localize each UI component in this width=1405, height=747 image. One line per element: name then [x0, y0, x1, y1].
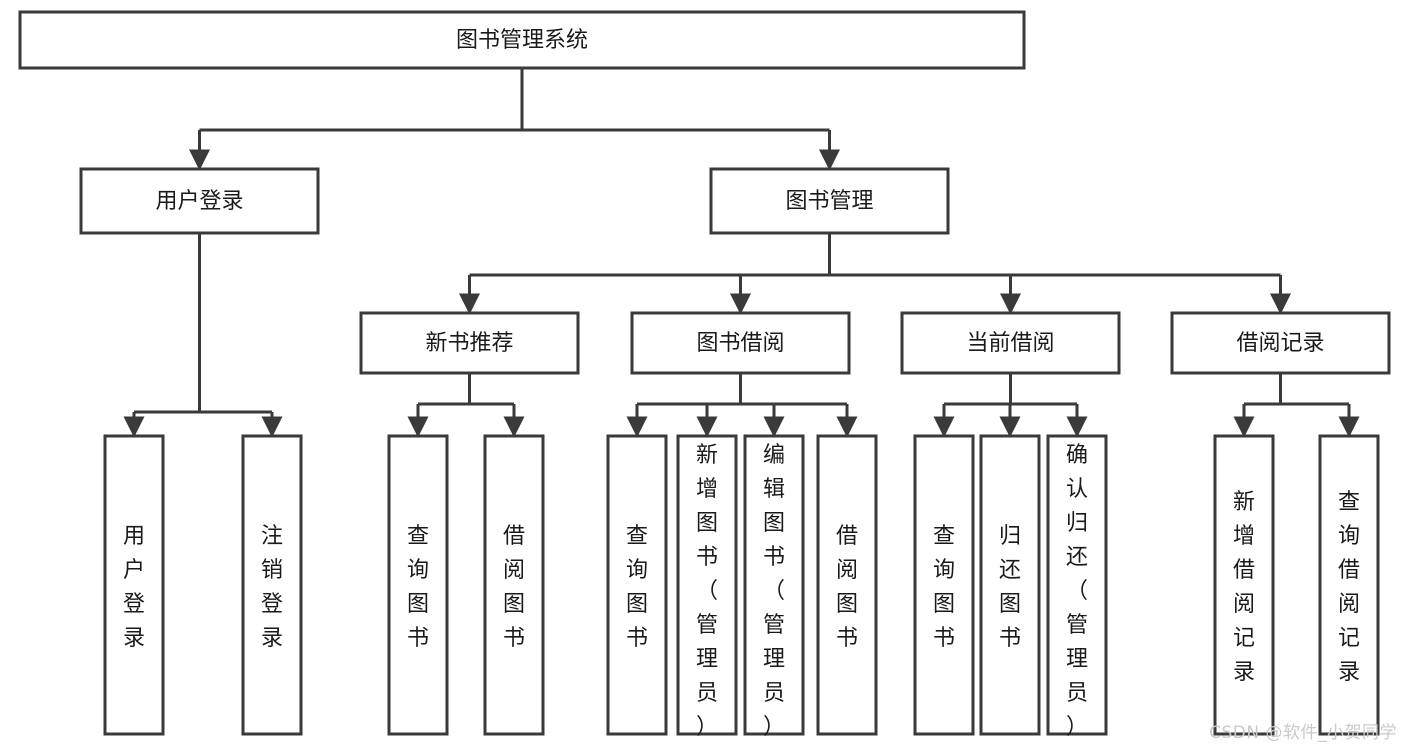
node-leaf-query-record[interactable]: 查询借阅记录: [1318, 434, 1380, 736]
node-root-label: 图书管理系统: [456, 28, 588, 53]
node-leaf-query-record-label: 查询借阅记录: [1338, 490, 1360, 685]
node-leaf-borrow-book-2-label: 借阅图书: [836, 524, 858, 651]
node-leaf-edit-book-label: 编辑图书（管理员）: [763, 443, 785, 740]
node-current-borrow-label: 当前借阅: [966, 331, 1054, 356]
node-leaf-query-book-2[interactable]: 查询图书: [606, 434, 668, 736]
node-borrow-record[interactable]: 借阅记录: [1170, 311, 1391, 375]
node-group: 图书管理系统用户登录图书管理新书推荐图书借阅当前借阅借阅记录用户登录注销登录查询…: [18, 10, 1391, 740]
node-book-borrow[interactable]: 图书借阅: [630, 311, 851, 375]
node-leaf-edit-book[interactable]: 编辑图书（管理员）: [743, 434, 805, 740]
node-leaf-query-book-1-label: 查询图书: [407, 524, 429, 651]
node-leaf-return-book[interactable]: 归还图书: [979, 434, 1041, 736]
node-book-manage-label: 图书管理: [785, 189, 873, 214]
node-user-login-label: 用户登录: [155, 189, 243, 214]
node-leaf-query-book-3-label: 查询图书: [933, 524, 955, 651]
csdn-watermark: CSDN @软件_小贺同学: [1209, 723, 1397, 743]
node-leaf-user-login[interactable]: 用户登录: [103, 434, 165, 736]
node-leaf-add-book[interactable]: 新增图书（管理员）: [676, 434, 738, 740]
edge-group: [123, 68, 1360, 438]
node-leaf-borrow-book-1-label: 借阅图书: [503, 524, 525, 651]
node-leaf-borrow-book-1[interactable]: 借阅图书: [483, 434, 545, 736]
node-leaf-query-book-2-label: 查询图书: [626, 524, 648, 651]
node-user-login[interactable]: 用户登录: [79, 167, 320, 235]
node-new-book-recommend[interactable]: 新书推荐: [359, 311, 580, 375]
node-leaf-borrow-book-2[interactable]: 借阅图书: [816, 434, 878, 736]
node-leaf-confirm-return[interactable]: 确认归还（管理员）: [1046, 434, 1108, 740]
node-leaf-user-logout-label: 注销登录: [261, 524, 283, 651]
node-leaf-add-record-label: 新增借阅记录: [1233, 490, 1255, 685]
node-current-borrow[interactable]: 当前借阅: [900, 311, 1121, 375]
node-leaf-confirm-return-label: 确认归还（管理员）: [1066, 443, 1088, 740]
node-leaf-query-book-1[interactable]: 查询图书: [387, 434, 449, 736]
node-leaf-add-record[interactable]: 新增借阅记录: [1213, 434, 1275, 736]
node-leaf-user-login-label: 用户登录: [123, 524, 145, 651]
node-book-borrow-label: 图书借阅: [696, 331, 784, 356]
node-root[interactable]: 图书管理系统: [18, 10, 1026, 70]
node-leaf-query-book-3[interactable]: 查询图书: [913, 434, 975, 736]
node-new-book-recommend-label: 新书推荐: [425, 331, 513, 356]
node-leaf-return-book-label: 归还图书: [999, 524, 1021, 651]
node-borrow-record-label: 借阅记录: [1236, 331, 1324, 356]
node-leaf-add-book-label: 新增图书（管理员）: [696, 443, 718, 740]
node-leaf-user-logout[interactable]: 注销登录: [241, 434, 303, 736]
node-book-manage[interactable]: 图书管理: [709, 167, 950, 235]
